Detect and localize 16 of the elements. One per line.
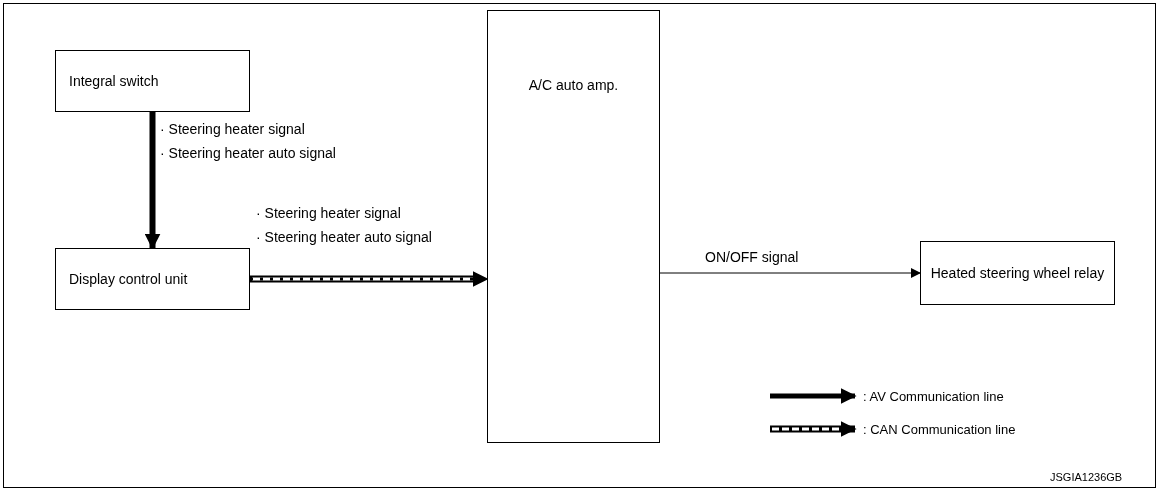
block-label: Heated steering wheel relay bbox=[930, 263, 1105, 283]
signal-label: · Steering heater signal bbox=[160, 120, 305, 139]
legend-label: : CAN Communication line bbox=[863, 421, 1016, 439]
signal-label: · Steering heater signal bbox=[256, 204, 401, 223]
block-box bbox=[55, 50, 250, 112]
edge-label: ON/OFF signal bbox=[705, 248, 799, 266]
signal-label: · Steering heater auto signal bbox=[160, 144, 336, 163]
block-box bbox=[487, 10, 660, 443]
signal-label: · Steering heater auto signal bbox=[256, 228, 432, 247]
block-box bbox=[55, 248, 250, 310]
figure-code: JSGIA1236GB bbox=[1050, 470, 1123, 485]
block-label: A/C auto amp. bbox=[528, 76, 619, 95]
block-box bbox=[920, 241, 1115, 305]
block-label: Display control unit bbox=[69, 269, 188, 289]
legend-label: : AV Communication line bbox=[863, 388, 1004, 406]
block-label: Integral switch bbox=[69, 71, 159, 91]
